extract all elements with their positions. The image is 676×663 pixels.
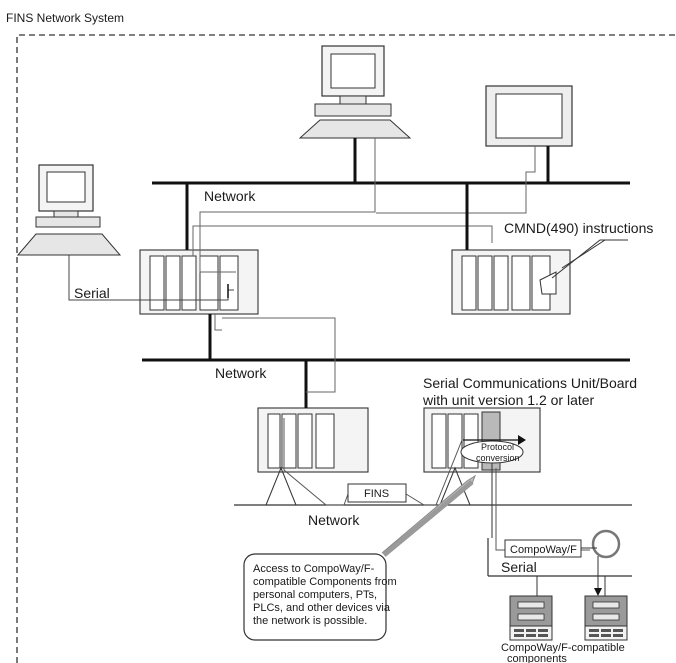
bottom-left-plc-drops: [265, 466, 297, 506]
protocol-label-line1: Protocol: [481, 442, 514, 452]
serial-link-left: [68, 255, 234, 301]
components-label-line2: components: [507, 653, 567, 663]
network-label-top: Network: [204, 188, 256, 204]
cmnd-pointer-2: [561, 239, 606, 269]
plc-right: [451, 249, 571, 315]
protocol-label-line2: conversion: [476, 453, 520, 463]
path-top-computer: [199, 138, 376, 273]
serial-label-left: Serial: [74, 285, 110, 301]
serial-label-right: Serial: [501, 559, 537, 575]
compoway-path: [495, 468, 590, 551]
fins-label: FINS: [364, 488, 389, 500]
plc-left: [139, 249, 259, 315]
diagram-title: FINS Network System: [6, 11, 124, 25]
highlight-circle: [591, 529, 621, 559]
path-cmnd: [192, 225, 493, 256]
compoway-component-1: [509, 595, 553, 641]
path-pt-to-plc: [376, 146, 536, 214]
scu-label-line1: Serial Communications Unit/Board: [423, 375, 637, 391]
compoway-box-label: CompoWay/F: [510, 544, 577, 556]
protocol-arrowhead: [518, 435, 526, 445]
callout-box: [243, 553, 387, 641]
network-label-bottom: Network: [308, 512, 360, 528]
callout-line-3: personal computers, PTs,: [253, 589, 377, 601]
fins-box: [347, 483, 407, 503]
components-label-line1: CompoWay/F-compatible: [501, 642, 625, 654]
callout-line-2: compatible Components from: [253, 576, 397, 588]
network-label-mid: Network: [215, 365, 267, 381]
compoway-component-2: [584, 595, 628, 641]
computer-icon-left: [16, 164, 122, 256]
path-mid-right: [214, 314, 222, 331]
callout-line-5: the network is possible.: [253, 615, 367, 627]
compoway-arrowhead: [594, 588, 602, 596]
bottom-right-plc-drops: [439, 466, 471, 506]
computer-icon-top: [298, 45, 412, 139]
callout-line-1: Access to CompoWay/F-: [253, 563, 375, 575]
fins-path: [283, 418, 463, 506]
path-mid-drop: [222, 317, 336, 393]
pt-panel-icon: [485, 85, 573, 147]
cmnd-pointer: [551, 239, 628, 279]
callout-line-4: PLCs, and other devices via: [253, 602, 391, 614]
scu-label-line2: with unit version 1.2 or later: [422, 392, 595, 408]
plc-bottom-left: [257, 407, 369, 473]
cmnd-label: CMND(490) instructions: [504, 220, 653, 236]
